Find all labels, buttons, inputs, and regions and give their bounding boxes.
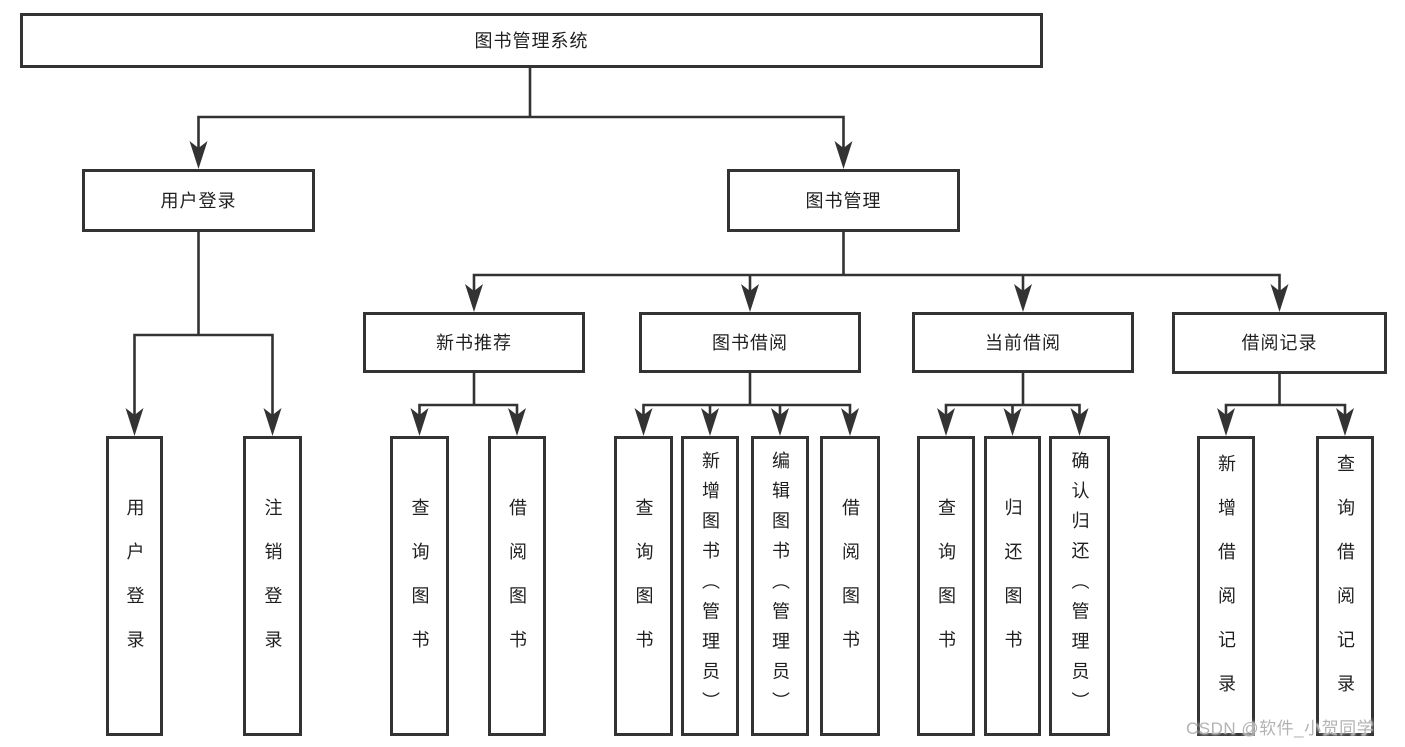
node-library-system-label: 图书管理系统 xyxy=(474,30,589,51)
node-book-management: 图书管理 xyxy=(727,169,960,232)
node-book-management-label: 图书管理 xyxy=(805,190,882,211)
edge-current-borrow-to-leaves xyxy=(937,373,1089,436)
leaf-query-book-recommend: 查询图书 xyxy=(390,436,449,736)
leaf-query-borrow-record-label: 查询借阅记录 xyxy=(1335,454,1355,718)
edge-root-to-level2 xyxy=(189,68,853,169)
node-library-system: 图书管理系统 xyxy=(20,13,1043,68)
edge-new-book-to-leaves xyxy=(410,373,526,436)
leaf-confirm-return-admin: 确认归还（管理员） xyxy=(1049,436,1110,736)
leaf-logout-login-label: 注销登录 xyxy=(262,498,283,674)
leaf-return-book: 归还图书 xyxy=(984,436,1041,736)
node-user-login: 用户登录 xyxy=(82,169,315,232)
leaf-query-book-current-label: 查询图书 xyxy=(936,498,956,674)
edge-book-borrow-to-leaves xyxy=(634,373,859,436)
leaf-borrow-book-recommend: 借阅图书 xyxy=(488,436,546,736)
edge-book-management-to-level3 xyxy=(465,232,1289,312)
leaf-logout-login: 注销登录 xyxy=(243,436,302,736)
leaf-query-book-borrow-label: 查询图书 xyxy=(633,498,654,674)
node-current-borrow-label: 当前借阅 xyxy=(985,332,1061,353)
leaf-edit-book-admin-label: 编辑图书（管理员） xyxy=(770,450,790,722)
leaf-add-borrow-record: 新增借阅记录 xyxy=(1197,436,1255,736)
leaf-query-book-recommend-label: 查询图书 xyxy=(409,498,430,674)
leaf-user-login: 用户登录 xyxy=(106,436,163,736)
leaf-return-book-label: 归还图书 xyxy=(1002,498,1023,674)
edge-borrow-record-to-leaves xyxy=(1217,374,1354,436)
node-book-borrow: 图书借阅 xyxy=(639,312,861,373)
leaf-borrow-book-label: 借阅图书 xyxy=(840,498,860,674)
node-user-login-label: 用户登录 xyxy=(160,190,237,211)
leaf-add-book-admin-label: 新增图书（管理员） xyxy=(700,450,720,722)
csdn-watermark: CSDN @软件_小贺同学 xyxy=(1186,719,1375,738)
node-borrow-record: 借阅记录 xyxy=(1172,312,1387,374)
node-new-book-recommend: 新书推荐 xyxy=(363,312,585,373)
leaf-borrow-book: 借阅图书 xyxy=(820,436,880,736)
leaf-add-borrow-record-label: 新增借阅记录 xyxy=(1216,454,1236,718)
node-book-borrow-label: 图书借阅 xyxy=(712,332,788,353)
leaf-query-borrow-record: 查询借阅记录 xyxy=(1316,436,1374,736)
node-current-borrow: 当前借阅 xyxy=(912,312,1134,373)
edge-user-login-to-leaves xyxy=(125,232,282,436)
leaf-user-login-label: 用户登录 xyxy=(124,498,145,674)
node-new-book-recommend-label: 新书推荐 xyxy=(436,332,512,353)
leaf-borrow-book-recommend-label: 借阅图书 xyxy=(507,498,527,674)
leaf-query-book-current: 查询图书 xyxy=(917,436,975,736)
node-borrow-record-label: 借阅记录 xyxy=(1241,333,1318,353)
leaf-edit-book-admin: 编辑图书（管理员） xyxy=(751,436,809,736)
leaf-confirm-return-admin-label: 确认归还（管理员） xyxy=(1069,450,1090,722)
leaf-add-book-admin: 新增图书（管理员） xyxy=(681,436,739,736)
leaf-query-book-borrow: 查询图书 xyxy=(614,436,673,736)
